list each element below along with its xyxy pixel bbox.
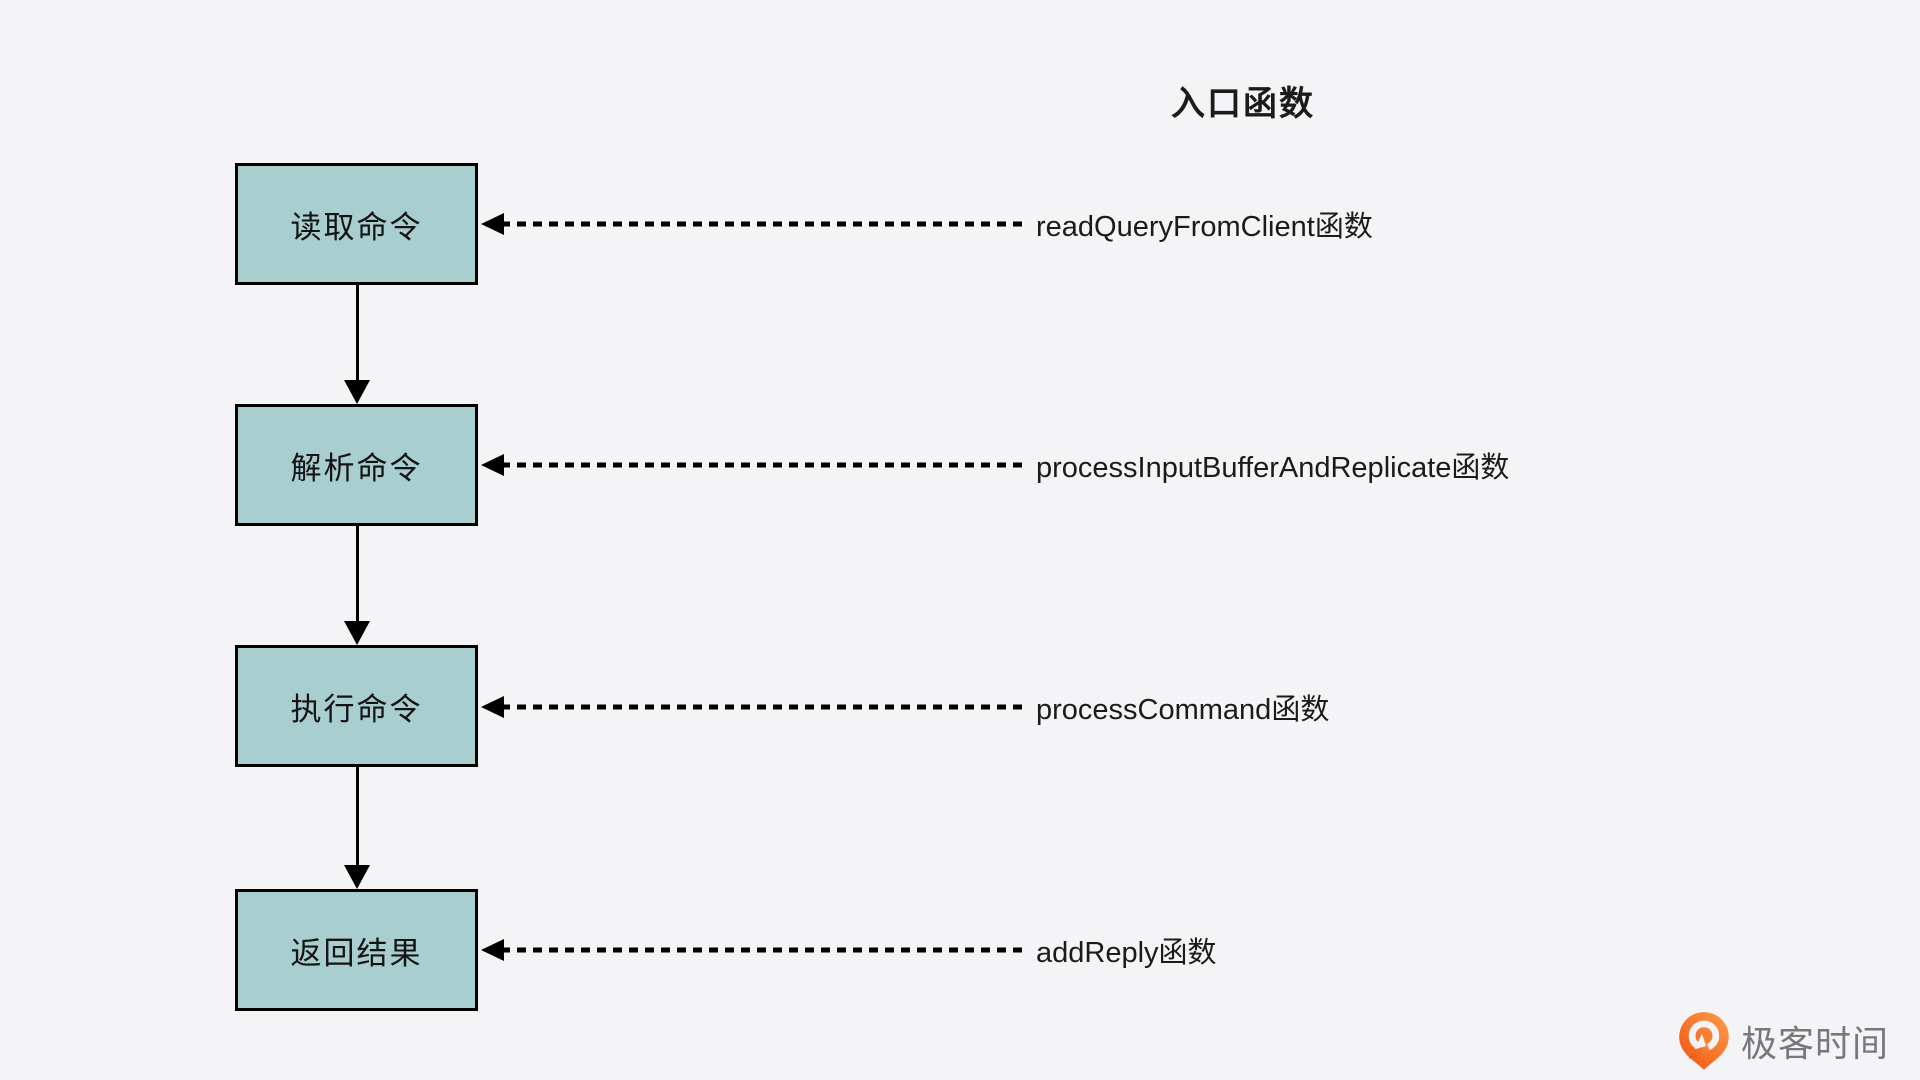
flow-box-parse-command: 解析命令 <box>235 404 478 526</box>
function-label-addreply: addReply函数 <box>1036 937 1217 969</box>
function-label-processinputbuffer: processInputBufferAndReplicate函数 <box>1036 452 1510 484</box>
flow-box-label: 读取命令 <box>290 209 423 245</box>
flow-box-execute-command: 执行命令 <box>235 645 478 767</box>
arrow-head <box>344 380 370 404</box>
function-label-processcommand: processCommand函数 <box>1036 694 1330 726</box>
flow-box-read-command: 读取命令 <box>235 163 478 285</box>
flow-box-label: 解析命令 <box>290 450 423 486</box>
down-arrow-icon <box>344 285 370 404</box>
flow-box-label: 返回结果 <box>290 935 423 971</box>
flow-box-return-result: 返回结果 <box>235 889 478 1011</box>
dashed-left-arrow-icon <box>481 939 1026 961</box>
dashed-left-arrow-icon <box>481 696 1026 718</box>
brand-logo: 极客时间 <box>1676 1010 1889 1072</box>
arrow-head <box>344 865 370 889</box>
down-arrow-icon <box>344 767 370 889</box>
down-arrow-icon <box>344 526 370 645</box>
arrow-head <box>344 621 370 645</box>
arrow-stem <box>355 767 359 865</box>
brand-logo-text: 极客时间 <box>1741 1023 1890 1064</box>
dashed-left-arrow-icon <box>481 213 1026 235</box>
diagram-title: 入口函数 <box>1171 85 1315 123</box>
geektime-logo-icon <box>1679 1012 1729 1070</box>
dashed-left-arrow-icon <box>481 454 1026 476</box>
arrow-stem <box>355 526 359 621</box>
function-label-readquery: readQueryFromClient函数 <box>1036 211 1373 243</box>
arrow-stem <box>355 285 359 380</box>
flow-box-label: 执行命令 <box>290 691 423 727</box>
